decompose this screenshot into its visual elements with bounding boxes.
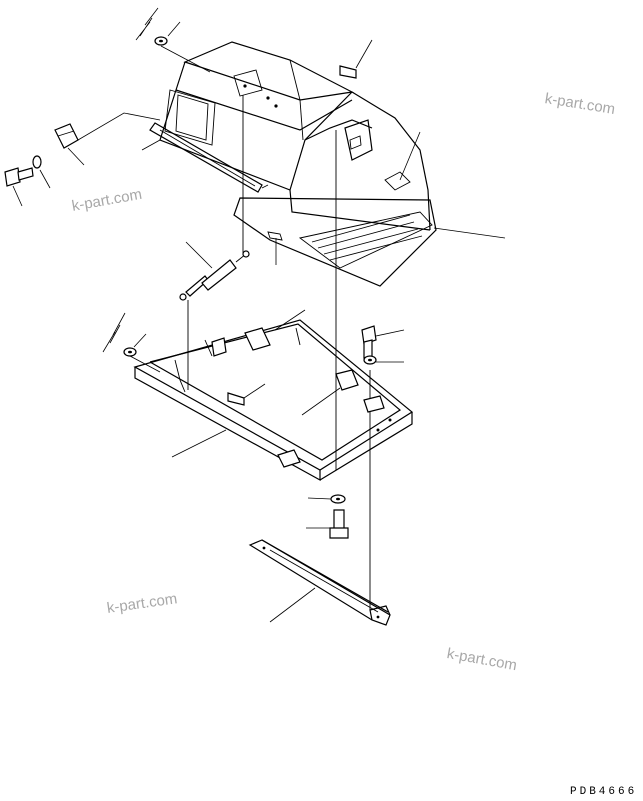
mounting-frame xyxy=(133,319,414,482)
washer-frame xyxy=(123,333,161,373)
bottom-bracket xyxy=(248,539,391,626)
clip-left xyxy=(54,112,161,166)
diagram-code: PDB4666 xyxy=(570,786,638,798)
bolt-left xyxy=(4,167,34,207)
bolt-right xyxy=(361,325,405,359)
cover-assembly xyxy=(149,41,437,287)
washer-leader xyxy=(160,45,211,73)
bolt-bottom xyxy=(306,509,349,539)
washer-bottom xyxy=(307,494,346,504)
gas-spring xyxy=(179,241,250,301)
pin-top xyxy=(339,39,373,79)
washer-left xyxy=(32,155,51,189)
washer-right xyxy=(363,355,404,365)
washer-top xyxy=(154,36,168,46)
